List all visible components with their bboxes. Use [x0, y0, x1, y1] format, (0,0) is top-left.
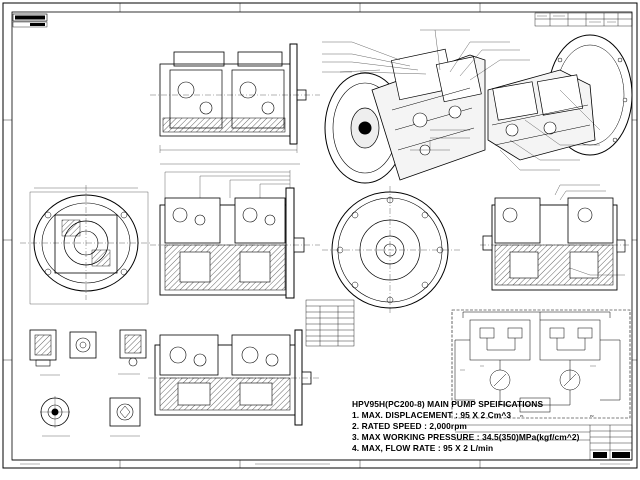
- drawing-note-table: [305, 299, 355, 347]
- spec-max-flow-rate: 4. MAX, FLOW RATE : 95 X 2 L/min: [352, 443, 494, 453]
- title-block-top: [534, 12, 633, 27]
- svg-text:P1: P1: [520, 414, 524, 418]
- pump-isometric-view-left: [322, 29, 530, 184]
- pump-specifications: HPV95H(PC200-8) MAIN PUMP SPEIFICATIONS …: [352, 399, 582, 454]
- spec-max-working-pressure: 3. MAX WORKING PRESSURE : 34.5(350)MPa(k…: [352, 432, 580, 442]
- hydraulic-circuit-schematic: P1 P2: [451, 309, 631, 419]
- pump-side-view-right: [480, 184, 630, 291]
- spec-title: HPV95H(PC200-8) MAIN PUMP SPEIFICATIONS: [352, 399, 544, 409]
- svg-text:P2: P2: [590, 414, 594, 418]
- port-detail-views: [29, 329, 147, 437]
- spec-rated-speed: 2. RATED SPEED : 2,000rpm: [352, 421, 467, 431]
- pump-left-end-view: [20, 185, 152, 305]
- title-block-bottom: [455, 424, 633, 461]
- pump-isometric-view-right: [487, 34, 633, 171]
- spec-max-displacement: 1. MAX. DISPLACEMENT : 95 X 2 Cm^3: [352, 410, 512, 420]
- pump-top-view: [150, 43, 320, 153]
- pump-flange-end-view: [322, 186, 460, 314]
- pump-bottom-view: [148, 329, 320, 426]
- pump-front-view: [150, 163, 320, 299]
- drawing-frame: [2, 2, 638, 469]
- company-logo: [12, 13, 48, 28]
